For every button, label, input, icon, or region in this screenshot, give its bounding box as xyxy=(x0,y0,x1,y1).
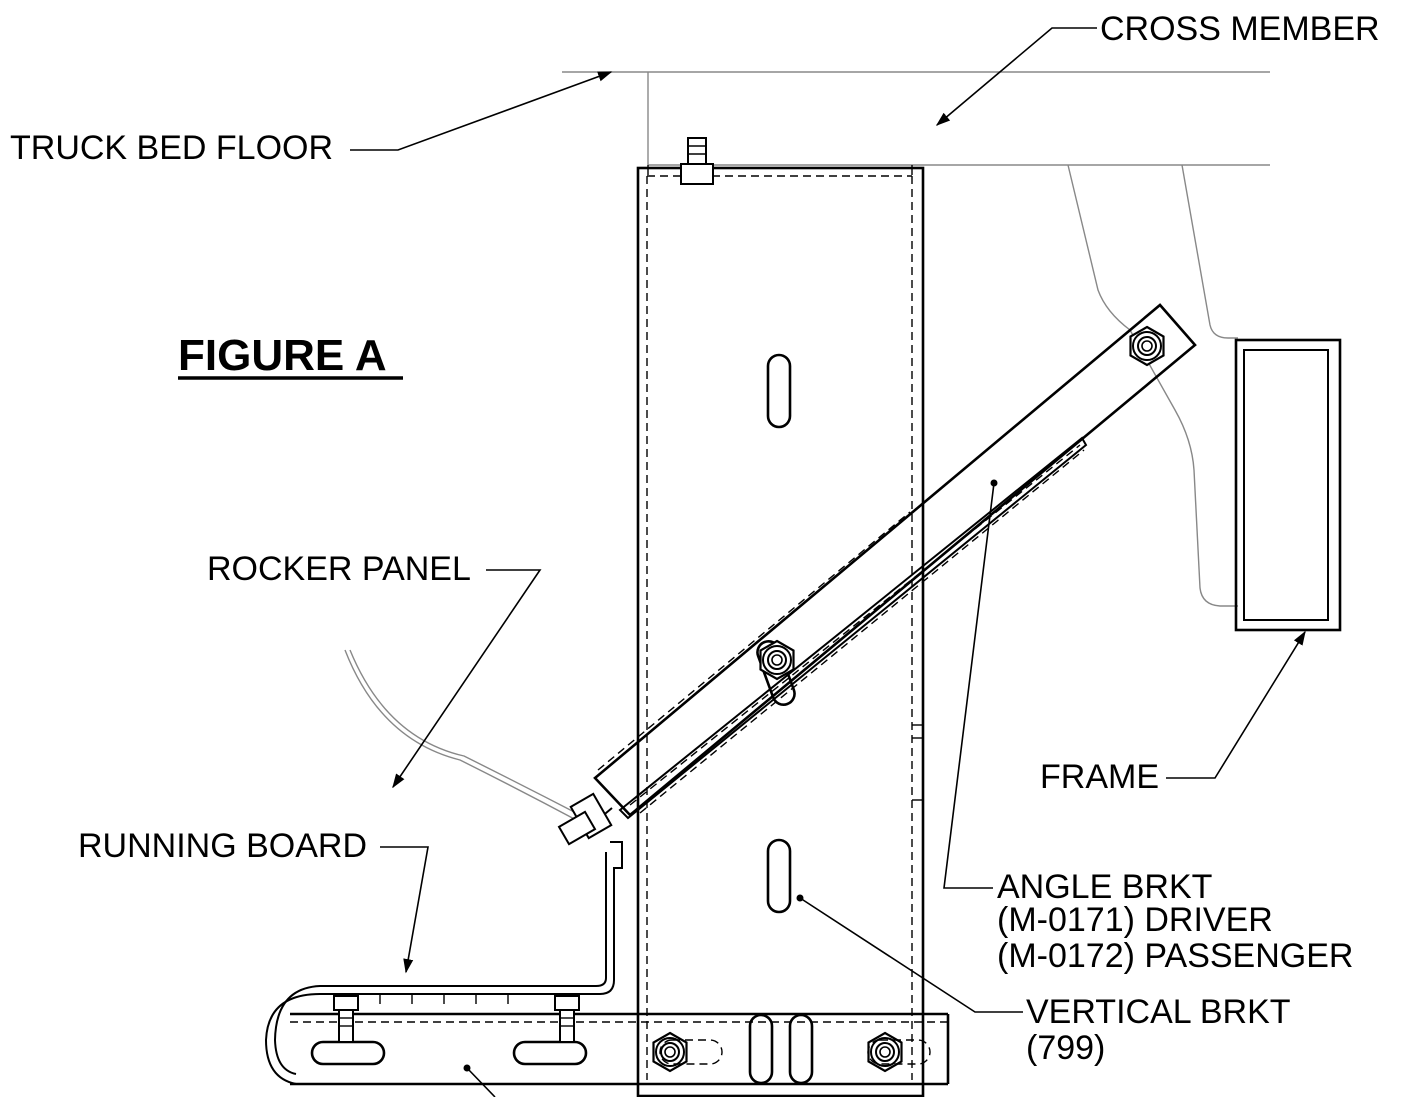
leader-running-board xyxy=(380,846,429,974)
running-board-bolt-icon xyxy=(554,995,580,1043)
nut-icon xyxy=(1129,325,1165,367)
leader-vertical-brkt xyxy=(799,897,1023,1013)
vertical-bracket xyxy=(636,165,925,1097)
label-angle-brkt-line1: ANGLE BRKT xyxy=(997,868,1212,906)
leader-dot xyxy=(463,1064,471,1072)
label-vertical-brkt-line1: VERTICAL BRKT xyxy=(1026,993,1290,1031)
label-frame: FRAME xyxy=(1040,758,1159,796)
label-vertical-brkt: VERTICAL BRKT (799) xyxy=(1026,993,1299,1067)
label-vertical-brkt-line2: (799) xyxy=(1026,1029,1105,1067)
leader-running-board-bottom xyxy=(466,1067,496,1097)
figure-title: FIGURE A xyxy=(178,331,387,380)
leader-angle-brkt xyxy=(943,482,995,889)
nut-icon xyxy=(759,639,795,681)
label-angle-brkt-line3: (M-0172) PASSENGER xyxy=(997,937,1353,975)
label-cross-member: CROSS MEMBER xyxy=(1100,10,1380,48)
frame xyxy=(1067,164,1342,632)
top-bolt-icon xyxy=(680,137,714,185)
label-rocker-panel: ROCKER PANEL xyxy=(207,550,471,588)
rocker-panel xyxy=(344,649,613,846)
label-running-board: RUNNING BOARD xyxy=(78,827,367,865)
label-truck-bed-floor: TRUCK BED FLOOR xyxy=(10,129,333,167)
running-board-bolt-icon xyxy=(333,995,359,1043)
dashed-slot xyxy=(659,1039,931,1065)
leader-dot xyxy=(990,479,998,487)
running-board xyxy=(264,841,950,1086)
label-angle-brkt: ANGLE BRKT (M-0171) DRIVER (M-0172) PASS… xyxy=(997,868,1353,975)
label-angle-brkt-line2: (M-0171) DRIVER xyxy=(997,901,1273,939)
nut-icon xyxy=(867,1031,903,1073)
nut-icon xyxy=(652,1031,688,1073)
leader-truck-bed-floor xyxy=(350,71,613,151)
leader-frame xyxy=(1166,630,1306,779)
angle-bracket xyxy=(593,303,1197,820)
leader-rocker-panel xyxy=(392,569,542,789)
cross-member xyxy=(562,71,1270,166)
leader-cross-member xyxy=(935,27,1097,126)
leader-dot xyxy=(796,894,804,902)
